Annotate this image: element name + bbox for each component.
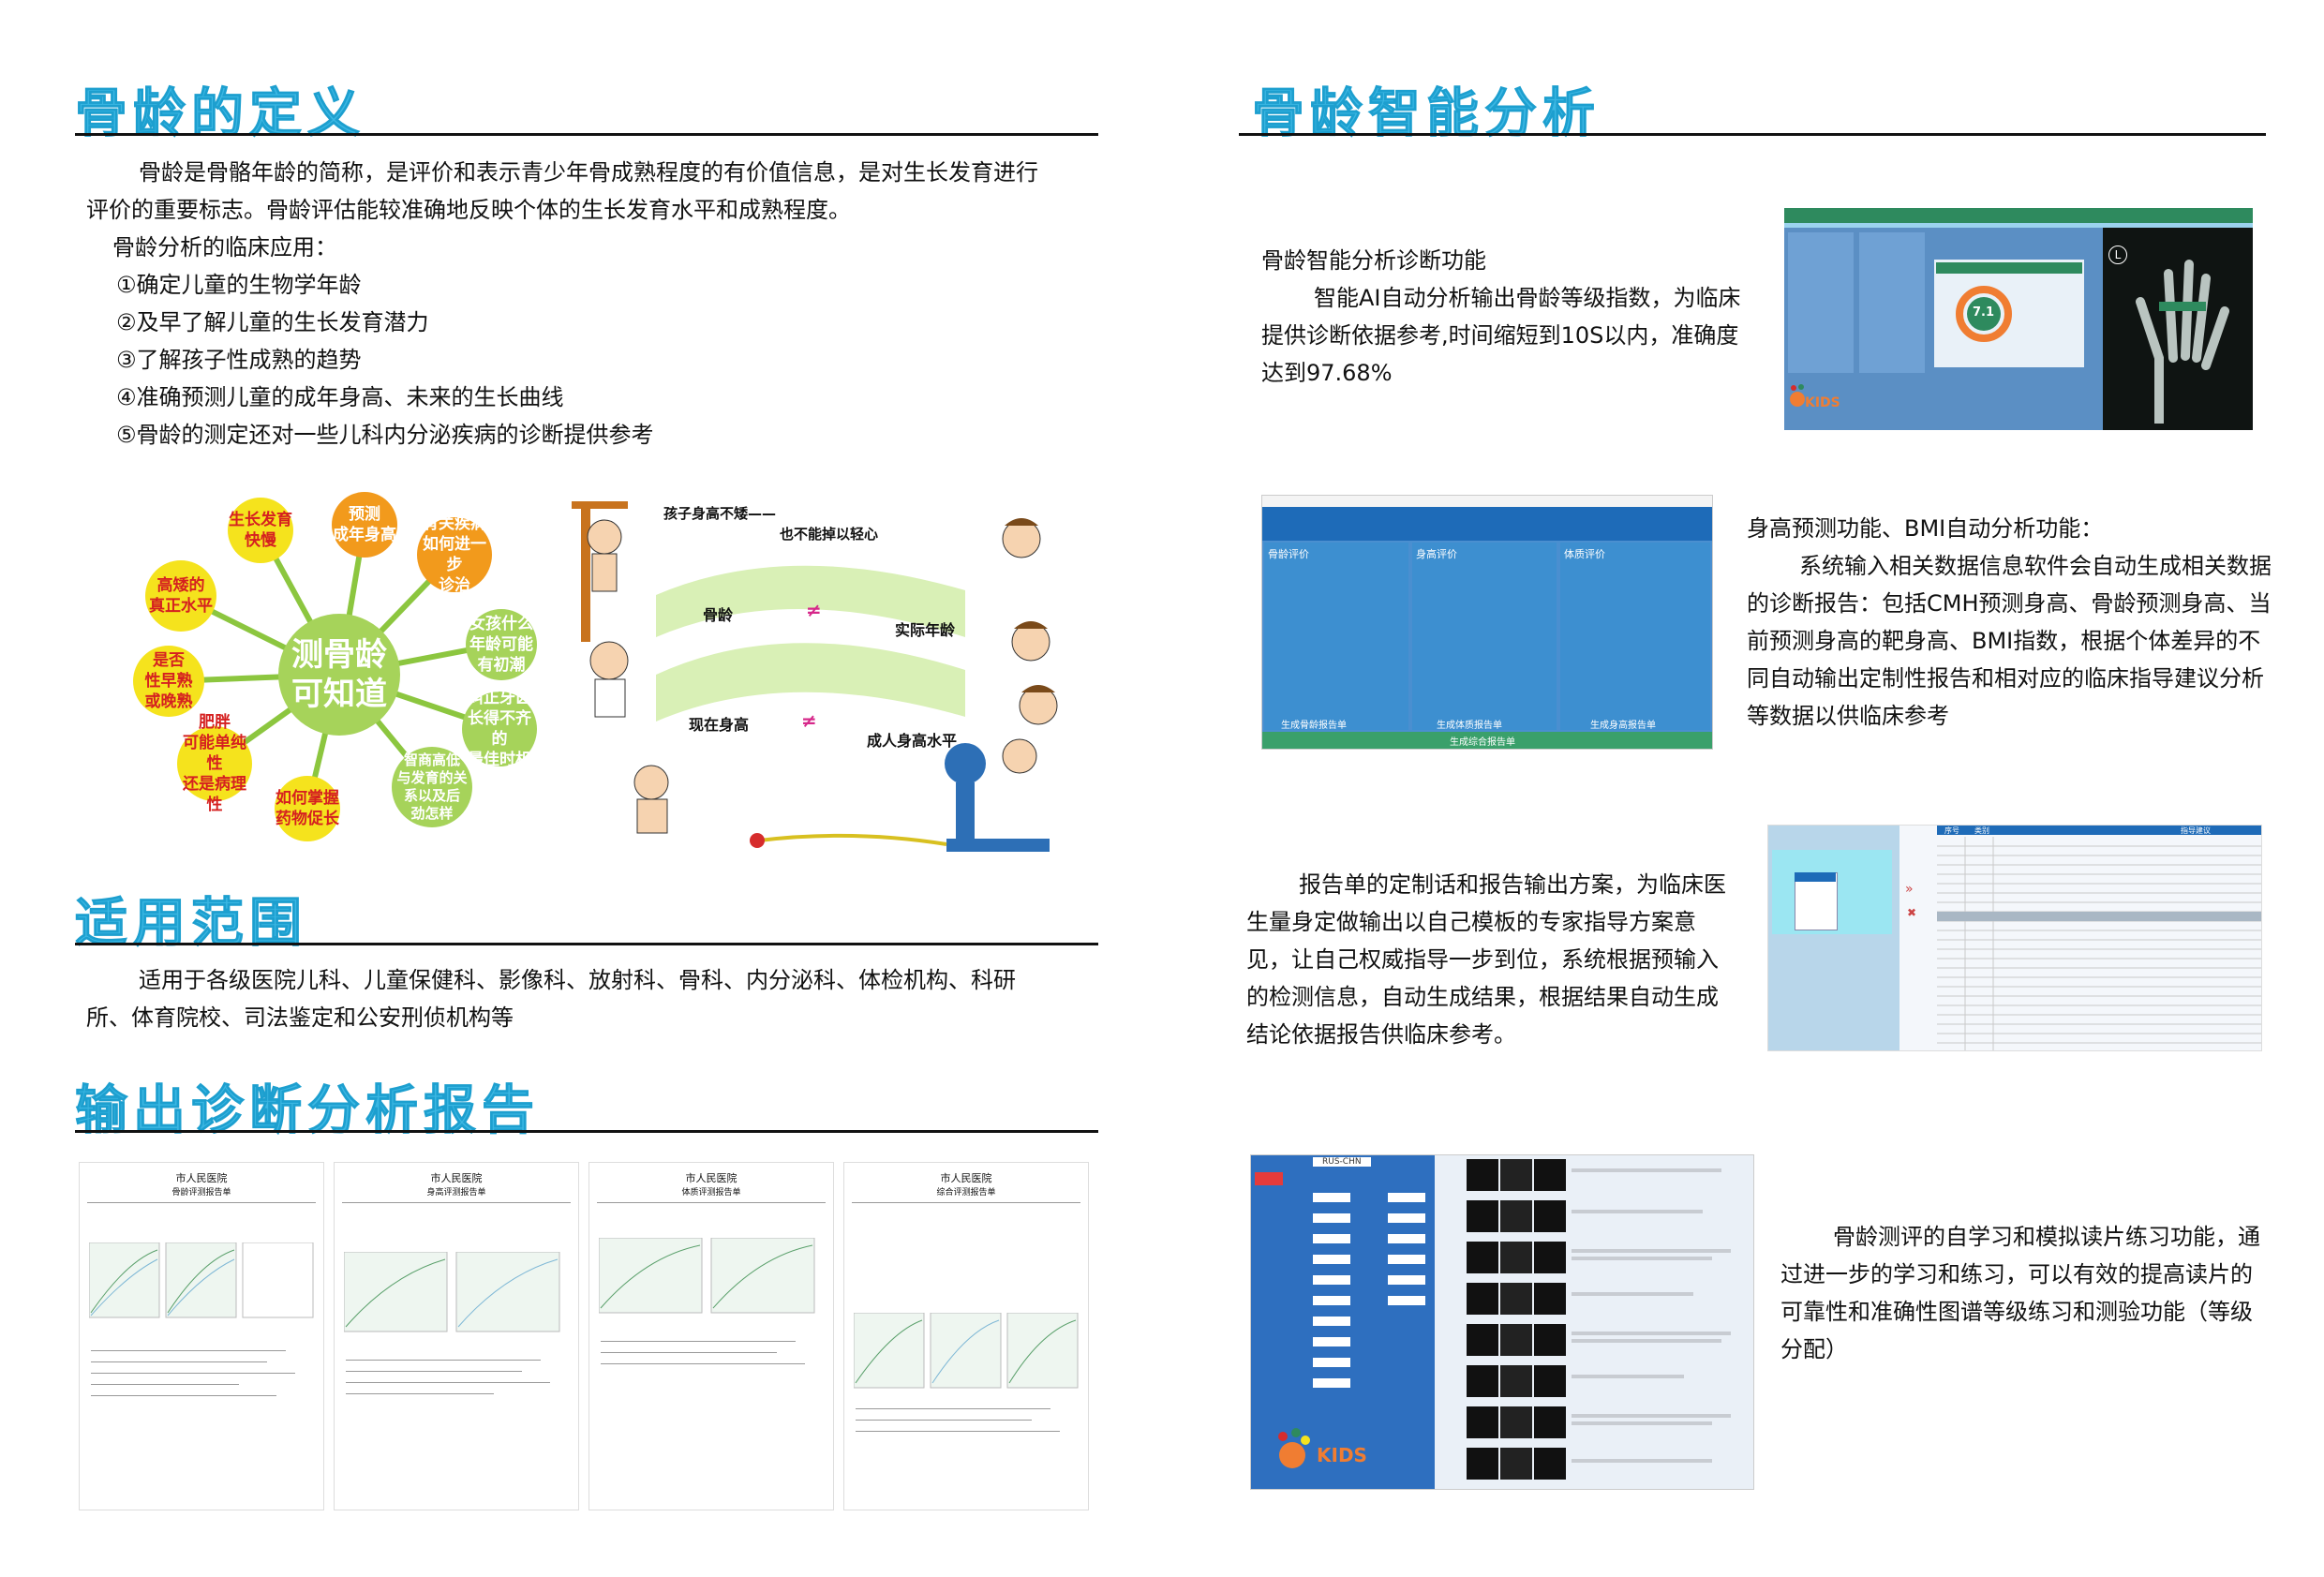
report-growth-chart xyxy=(344,1252,560,1332)
feature2-text: 身高预测功能、BMI自动分析功能： 系统输入相关数据信息软件会自动生成相关数据的… xyxy=(1747,510,2272,735)
col-no: 序号 xyxy=(1944,826,1959,835)
report-height: 市人民医院 身高评测报告单 xyxy=(334,1162,579,1510)
band2-right: 成人身高水平 xyxy=(867,732,958,750)
scope-paragraph: 适用于各级医院儿科、儿童保健科、影像科、放射科、骨科、内分泌科、体检机构、科研所… xyxy=(86,967,1016,1031)
clinical-item-5: ⑤骨龄的测定还对一些儿科内分泌疾病的诊断提供参考 xyxy=(116,422,654,448)
xray-practice-list xyxy=(1467,1159,1731,1480)
report-hospital: 市人民医院 xyxy=(685,1172,737,1184)
definition-rule xyxy=(75,133,1098,136)
feature2-title: 身高预测功能、BMI自动分析功能： xyxy=(1747,515,2104,542)
bubble-medicine: 如何掌握 药物促长 xyxy=(275,776,340,841)
feature2-desc: 系统输入相关数据信息软件会自动生成相关数据的诊断报告：包括CMH预测身高、骨龄预… xyxy=(1747,553,2272,729)
method-dropdown[interactable]: RUS-CHN xyxy=(1313,1157,1371,1167)
bubble-obesity: 肥胖 可能单纯性 还是病理性 xyxy=(177,713,252,814)
col-guidance: 指导建议 xyxy=(2181,826,2211,835)
feature4-text: 骨龄测评的自学习和模拟读片练习功能，通过进一步的学习和练习，可以有效的提高读片的… xyxy=(1780,1218,2268,1368)
generate-all-report-button[interactable]: 生成综合报告单 xyxy=(1450,737,1515,748)
clinical-item-1: ①确定儿童的生物学年龄 xyxy=(116,272,362,298)
bubble-iq: 智商高低 与发育的关 系以及后 劲怎样 xyxy=(392,747,472,827)
bubble-menarche: 女孩什么 年龄可能 有初潮 xyxy=(466,609,537,680)
bone-age-diagram: 测骨龄 可知道 预测 成年身高 有关疾病 如何进一步 诊治 女孩什么 年龄可能 … xyxy=(131,478,544,853)
hand-logo-icon xyxy=(1278,1428,1310,1468)
caption-line-1: 孩子身高不矮—— xyxy=(663,505,777,522)
analysis-rule xyxy=(1239,133,2266,136)
band1-neq: ≠ xyxy=(806,599,822,621)
hand-xray-icon xyxy=(2136,260,2229,424)
report-comprehensive: 市人民医院 综合评测报告单 xyxy=(843,1162,1089,1510)
screenshot-height-prediction: 骨龄评价 身高评价 体质评价 生成骨龄报告单 生成体质报告单 生成身高报告单 生… xyxy=(1261,495,1713,750)
report-bone-age: 市人民医院 骨龄评测报告单 xyxy=(79,1162,324,1510)
report-name: 体质评测报告单 xyxy=(681,1188,741,1198)
kids-logo: KIDS xyxy=(1317,1444,1367,1466)
feature3-text: 报告单的定制话和报告输出方案，为临床医生量身定做输出以自己模板的专家指导方案意见… xyxy=(1246,866,1734,1053)
diagram-center: 测骨龄 可知道 xyxy=(278,614,400,736)
bone-age-score: 7.1 xyxy=(1973,305,1995,320)
reports-rule xyxy=(75,1130,1098,1133)
hand-logo-icon xyxy=(1790,384,1805,407)
col-type: 类别 xyxy=(1974,826,1989,835)
bubble-predict-height: 预测 成年身高 xyxy=(332,492,397,558)
clinical-title: 骨龄分析的临床应用： xyxy=(112,234,337,260)
grade-list xyxy=(1313,1193,1425,1388)
generate-height-report-button[interactable]: 生成身高报告单 xyxy=(1590,721,1656,731)
bubble-teeth: 纠正牙齿 长得不齐的 最佳时机 xyxy=(462,689,537,769)
delete-icon[interactable]: ✖ xyxy=(1907,906,1917,919)
panel-physique: 体质评价 xyxy=(1564,548,1605,560)
screenshot-bone-age-ai: 7.1 L KIDS xyxy=(1784,208,2253,430)
band1-left: 骨龄 xyxy=(703,606,734,624)
bubble-height-level: 高矮的 真正水平 xyxy=(145,560,216,632)
report-growth-chart xyxy=(89,1242,314,1318)
clinical-item-4: ④准确预测儿童的成年身高、未来的生长曲线 xyxy=(116,384,564,410)
report-physique: 市人民医院 体质评测报告单 xyxy=(588,1162,834,1510)
hand-side-label: L xyxy=(2108,245,2127,264)
report-name: 综合评测报告单 xyxy=(936,1188,996,1198)
scope-text: 适用于各级医院儿科、儿童保健科、影像科、放射科、骨科、内分泌科、体检机构、科研所… xyxy=(86,961,1051,1036)
generate-bone-report-button[interactable]: 生成骨龄报告单 xyxy=(1281,721,1347,731)
feature4-desc: 骨龄测评的自学习和模拟读片练习功能，通过进一步的学习和练习，可以有效的提高读片的… xyxy=(1780,1224,2260,1362)
report-growth-chart xyxy=(854,1313,1079,1389)
feature1-title: 骨龄智能分析诊断功能 xyxy=(1261,247,1486,274)
bubble-growth-speed: 生长发育 快慢 xyxy=(228,498,293,563)
report-hospital: 市人民医院 xyxy=(430,1172,483,1184)
bubble-disease: 有关疾病 如何进一步 诊治 xyxy=(417,514,492,595)
screenshot-self-learning: RUS-CHN KIDS xyxy=(1250,1154,1754,1490)
move-right-icon[interactable]: » xyxy=(1905,882,1914,897)
feature1-desc: 智能AI自动分析输出骨龄等级指数，为临床提供诊断依据参考,时间缩短到10S以内，… xyxy=(1261,285,1741,386)
height-illustration: 孩子身高不矮—— 也不能掉以轻心 骨龄 ≠ 实际年龄 现在身高 ≠ 成人身高水平 xyxy=(572,483,1096,876)
definition-text: 骨龄是骨骼年龄的简称，是评价和表示青少年骨成熟程度的有价值信息，是对生长发育进行… xyxy=(86,154,1051,454)
report-growth-chart xyxy=(599,1238,815,1314)
caption-line-2: 也不能掉以轻心 xyxy=(780,526,879,543)
report-hospital: 市人民医院 xyxy=(940,1172,992,1184)
clinical-item-2: ②及早了解儿童的生长发育潜力 xyxy=(116,309,429,335)
band2-neq: ≠ xyxy=(801,709,817,732)
band1-right: 实际年龄 xyxy=(895,621,956,639)
generate-physique-report-button[interactable]: 生成体质报告单 xyxy=(1437,721,1502,731)
feature3-desc: 报告单的定制话和报告输出方案，为临床医生量身定做输出以自己模板的专家指导方案意见… xyxy=(1246,871,1726,1048)
scope-rule xyxy=(75,943,1098,945)
illustration-art xyxy=(572,501,1058,852)
template-table xyxy=(1937,837,2261,1050)
panel-bone-age: 骨龄评价 xyxy=(1268,548,1309,560)
report-hospital: 市人民医院 xyxy=(175,1172,228,1184)
kids-logo: KIDS xyxy=(1805,395,1840,410)
panel-height: 身高评价 xyxy=(1416,548,1457,560)
screenshot-report-templates: » ✖ 序号 类别 指导建议 xyxy=(1767,825,2262,1051)
report-name: 身高评测报告单 xyxy=(426,1188,486,1198)
feature1-text: 骨龄智能分析诊断功能 智能AI自动分析输出骨龄等级指数，为临床提供诊断依据参考,… xyxy=(1261,242,1749,392)
clinical-item-3: ③了解孩子性成熟的趋势 xyxy=(116,347,362,373)
bubble-puberty: 是否 性早熟 或晚熟 xyxy=(133,646,204,717)
band2-left: 现在身高 xyxy=(689,716,750,734)
score-ring-icon xyxy=(1956,286,2012,342)
definition-paragraph: 骨龄是骨骼年龄的简称，是评价和表示青少年骨成熟程度的有价值信息，是对生长发育进行… xyxy=(86,159,1038,223)
report-name: 骨龄评测报告单 xyxy=(171,1188,231,1198)
